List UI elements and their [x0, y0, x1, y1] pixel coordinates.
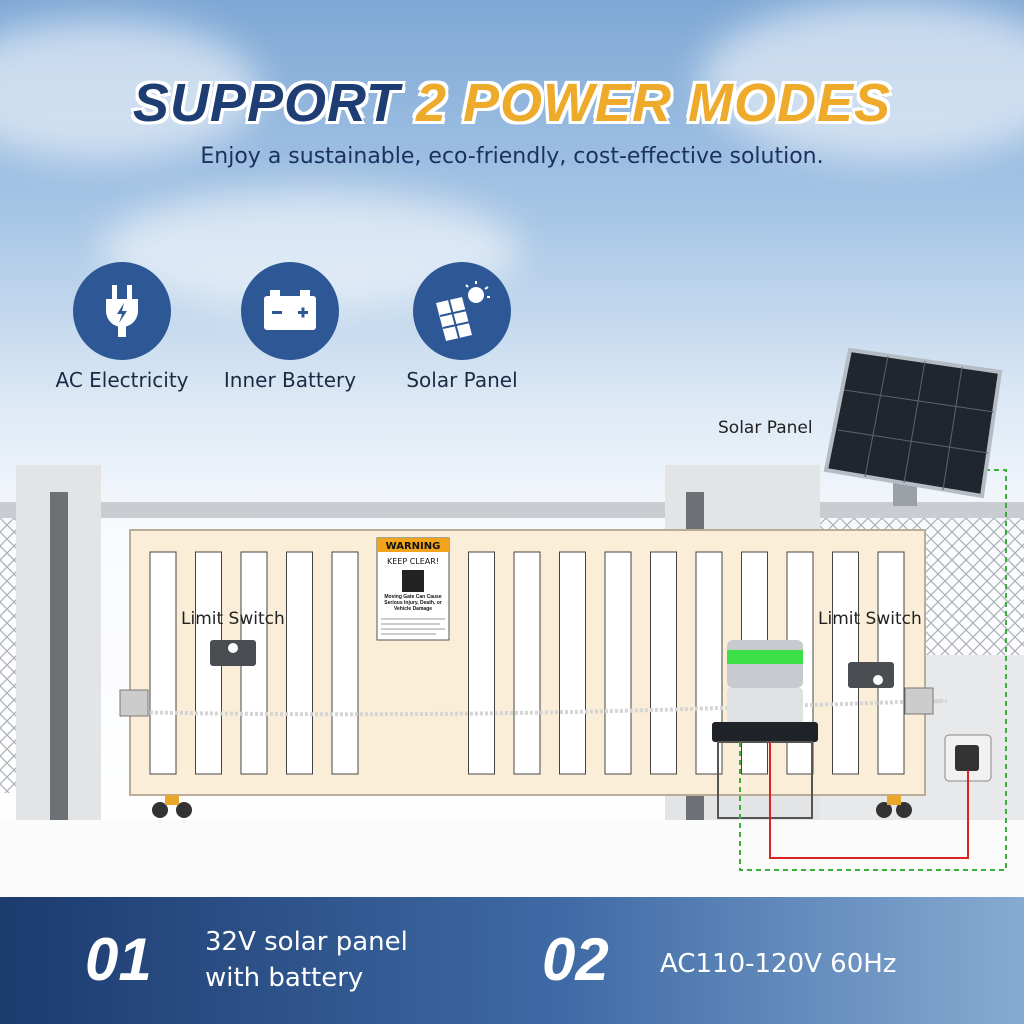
power-source-label: AC Electricity [55, 368, 189, 392]
page-title: SUPPORT 2 POWER MODES [0, 72, 1024, 134]
gate-slat [513, 551, 541, 775]
mode-line: 32V solar panel [205, 927, 408, 957]
gate-slat [331, 551, 359, 775]
mode-description: AC110-120V 60Hz [660, 946, 896, 982]
subtitle: Enjoy a sustainable, eco-friendly, cost-… [200, 144, 824, 169]
power-source-solar: Solar Panel [382, 262, 542, 392]
ground [0, 820, 1024, 900]
warning-sign: WARNING KEEP CLEAR! Moving Gate Can Caus… [376, 537, 450, 641]
modes-band [0, 897, 1024, 1024]
power-source-label: Inner Battery [223, 368, 357, 392]
gate-scene: WARNING KEEP CLEAR! Moving Gate Can Caus… [0, 347, 1024, 900]
limit-switch-left-label: Limit Switch [181, 609, 285, 629]
power-source-label: Solar Panel [406, 368, 518, 392]
solar-panel [823, 347, 1003, 506]
gate-wheels [152, 795, 912, 818]
plug-icon [73, 262, 171, 360]
gate-slat [468, 551, 495, 775]
battery-icon [241, 262, 339, 360]
title-part-1: SUPPORT [132, 73, 400, 133]
limit-switch-right [848, 662, 894, 688]
power-source-ac: AC Electricity [42, 262, 202, 392]
gate-slat [650, 551, 677, 775]
left-pillar [16, 465, 101, 820]
title-part-2: 2 POWER MODES [416, 73, 892, 133]
chain [119, 687, 947, 717]
gate-opener [712, 640, 818, 819]
power-source-battery: Inner Battery [210, 262, 370, 392]
solar-panel-label: Solar Panel [718, 418, 813, 438]
mode-description: 32V solar panel with battery [205, 924, 408, 996]
solar-panel-icon [413, 262, 511, 360]
mode-line: with battery [205, 963, 364, 993]
mode-number: 01 [85, 926, 152, 993]
warning-header: WARNING [386, 541, 441, 552]
mode-number: 02 [542, 926, 609, 993]
gate-slat [559, 551, 586, 775]
warning-text: Moving Gate Can Cause Serious Injury, De… [384, 594, 442, 612]
wiring [739, 469, 1007, 871]
limit-switch-left [210, 640, 256, 666]
warning-title: KEEP CLEAR! [387, 557, 439, 566]
gate-slat [286, 551, 313, 775]
gate-slat [149, 551, 177, 775]
mode-line: AC110-120V 60Hz [660, 949, 897, 979]
limit-switch-right-label: Limit Switch [818, 609, 922, 629]
gate-slat [604, 551, 632, 775]
